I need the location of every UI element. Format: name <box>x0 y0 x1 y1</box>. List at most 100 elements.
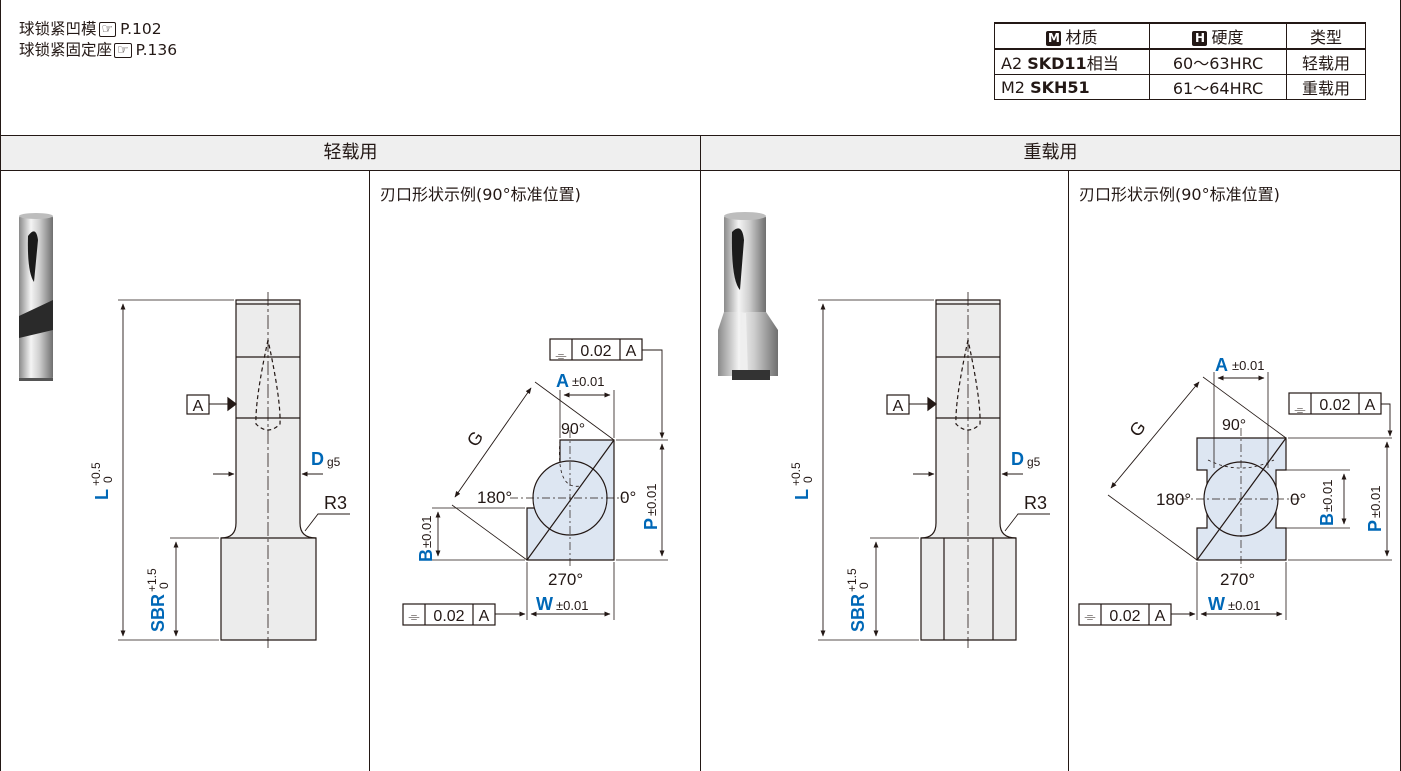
dim-sbr: SBR <box>848 594 868 632</box>
dim-l: L <box>792 489 812 500</box>
material-suffix: 相当 <box>1086 54 1119 73</box>
flatness-symbol: ⌯ <box>1294 401 1305 417</box>
punch-photo-heavy <box>718 212 778 380</box>
angle-270: 270° <box>548 570 583 589</box>
flatness-symbol: ⌯ <box>1084 608 1095 624</box>
dim-a: A <box>556 371 569 391</box>
material-badge-icon: M <box>1046 31 1062 46</box>
angle-180: 180° <box>1156 490 1191 509</box>
ref-page: P.136 <box>135 41 178 59</box>
flatness-value: 0.02 <box>1109 608 1140 625</box>
ref-line-die[interactable]: 球锁紧凹模☞P.102 <box>19 19 177 40</box>
flatness-value: 0.02 <box>433 608 464 625</box>
material-prefix: M2 <box>1001 77 1025 97</box>
material-prefix: A2 <box>1001 54 1023 73</box>
dim-l-tol-upper: +0.5 <box>789 462 803 486</box>
dim-a-tol: ±0.01 <box>1232 358 1264 373</box>
header-hardness-label: 硬度 <box>1211 28 1244 47</box>
dim-g: G <box>463 427 487 450</box>
dim-r3: R3 <box>1024 493 1047 513</box>
column-divider-light <box>369 170 370 771</box>
edge-shape-heavy <box>1078 372 1393 626</box>
hand-pointer-icon: ☞ <box>114 43 132 58</box>
dim-d-fit: g5 <box>327 455 341 469</box>
edge-text-light: ⌯ 0.02 A ⌯ 0.02 A G A ±0.01 90° 180° 0° … <box>408 343 661 625</box>
dim-sbr-tol-upper: +1.5 <box>145 568 159 592</box>
dim-l-tol-lower: 0 <box>801 476 815 483</box>
header-type: 类型 <box>1286 22 1366 50</box>
dimension-text-heavy: A D g5 R3 L +0.5 0 SBR +1.5 0 <box>789 398 1047 632</box>
dim-sbr: SBR <box>148 594 168 632</box>
edge-caption-heavy: 刃口形状示例(90°标准位置) <box>1079 185 1280 204</box>
dim-a-tol: ±0.01 <box>572 374 604 389</box>
flatness-symbol: ⌯ <box>555 347 566 363</box>
flatness-value: 0.02 <box>580 343 611 360</box>
dim-w-tol: ±0.01 <box>1228 598 1260 613</box>
flatness-ref: A <box>626 343 637 360</box>
flatness-symbol: ⌯ <box>408 608 419 624</box>
ref-page: P.102 <box>120 20 162 38</box>
hardness-badge-icon: H <box>1192 31 1208 46</box>
flatness-ref: A <box>1155 608 1166 625</box>
section-title-light: 轻载用 <box>1 135 700 171</box>
dim-sbr-tol-upper: +1.5 <box>845 568 859 592</box>
edge-shape-light <box>402 338 668 626</box>
row-type: 重载用 <box>1286 74 1366 100</box>
dim-w: W <box>1208 594 1225 614</box>
dim-p-tol: ±0.01 <box>644 484 659 516</box>
punch-side-view-heavy <box>818 292 1050 648</box>
row-material: M2 SKH51 <box>994 74 1150 100</box>
dim-sbr-tol-lower: 0 <box>857 582 871 589</box>
angle-180: 180° <box>477 488 512 507</box>
ref-text: 球锁紧固定座 <box>19 41 113 59</box>
flatness-ref: A <box>479 608 490 625</box>
punch-side-view-light <box>118 292 350 648</box>
hand-pointer-icon: ☞ <box>98 22 117 37</box>
dim-l-tol-lower: 0 <box>101 476 115 483</box>
dim-l-tol-upper: +0.5 <box>89 462 103 486</box>
section-title-heavy: 重载用 <box>701 135 1400 171</box>
dim-w-tol: ±0.01 <box>556 598 588 613</box>
row-hardness: 60～63HRC <box>1149 48 1287 75</box>
dim-p: P <box>641 518 661 530</box>
dim-d: D <box>1011 449 1024 469</box>
section-divider <box>700 135 701 771</box>
row-hardness: 61～64HRC <box>1149 74 1287 100</box>
column-divider-heavy <box>1068 170 1069 771</box>
datum-label: A <box>193 398 204 415</box>
dim-b: B <box>416 549 436 562</box>
flatness-value: 0.02 <box>1319 397 1350 414</box>
ref-line-holder[interactable]: 球锁紧固定座☞P.136 <box>19 40 177 61</box>
dim-d-fit: g5 <box>1027 455 1041 469</box>
table-row: A2 SKD11相当 60～63HRC 轻载用 <box>994 48 1366 75</box>
flatness-ref: A <box>1365 397 1376 414</box>
dim-p: P <box>1365 520 1385 532</box>
dim-b-tol: ±0.01 <box>419 516 434 548</box>
dim-b: B <box>1317 513 1337 526</box>
dim-d: D <box>311 449 324 469</box>
angle-0: 0° <box>620 488 636 507</box>
dim-b-tol: ±0.01 <box>1320 480 1335 512</box>
material-code: SKD11 <box>1027 54 1087 73</box>
angle-90: 90° <box>561 421 585 438</box>
angle-90: 90° <box>1222 417 1246 434</box>
edge-caption-light: 刃口形状示例(90°标准位置) <box>380 185 581 204</box>
dim-g: G <box>1125 417 1149 440</box>
dim-l: L <box>92 489 112 500</box>
dim-sbr-tol-lower: 0 <box>157 582 171 589</box>
dimension-text-light: A D g5 R3 L +0.5 0 SBR +1.5 0 <box>89 398 347 632</box>
dim-p-tol: ±0.01 <box>1368 486 1383 518</box>
dim-w: W <box>536 594 553 614</box>
edge-text-heavy: ⌯ 0.02 A ⌯ 0.02 A G A ±0.01 90° 180° 0° … <box>1084 355 1385 625</box>
datum-label: A <box>893 398 904 415</box>
angle-0: 0° <box>1290 490 1306 509</box>
ref-text: 球锁紧凹模 <box>19 20 97 38</box>
reference-links: 球锁紧凹模☞P.102 球锁紧固定座☞P.136 <box>19 19 177 61</box>
angle-270: 270° <box>1220 570 1255 589</box>
table-row: M2 SKH51 61～64HRC 重载用 <box>994 74 1366 100</box>
row-type: 轻载用 <box>1286 48 1366 75</box>
